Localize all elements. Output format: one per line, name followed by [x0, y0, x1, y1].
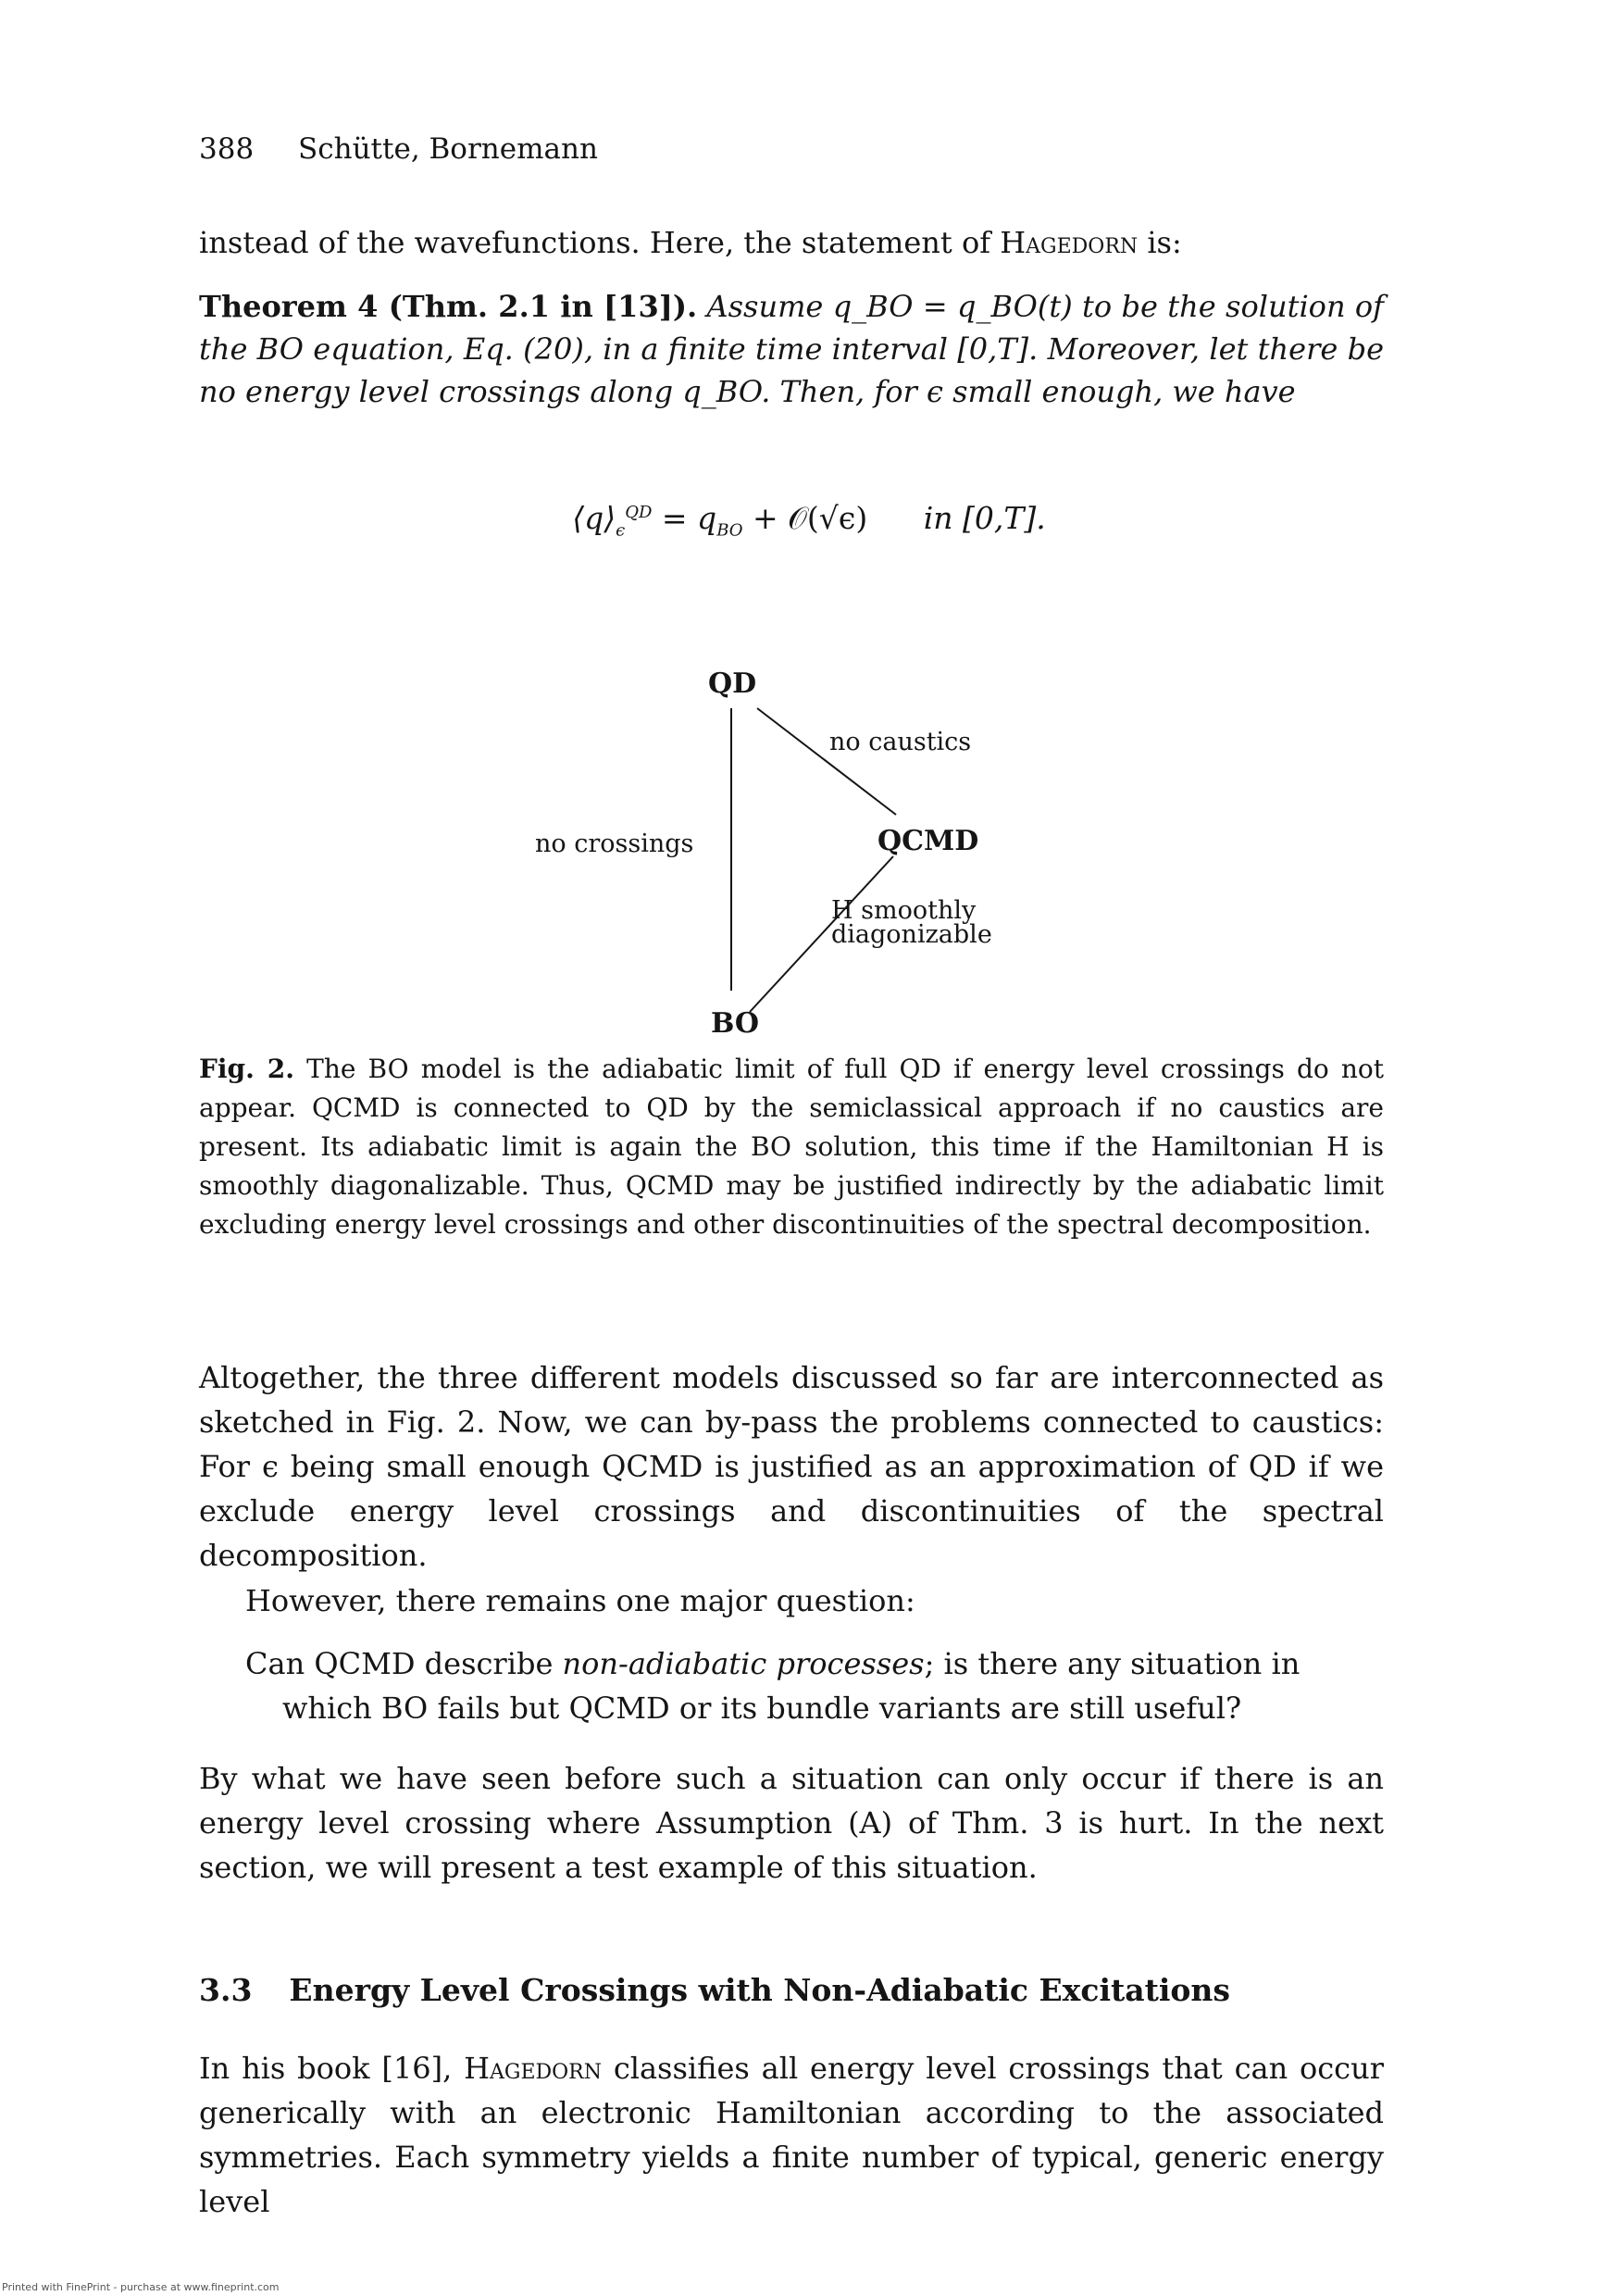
formula-eq: = q: [652, 500, 717, 536]
edge-qcmd-bo: [749, 855, 894, 1013]
formula-lhs: ⟨q⟩: [572, 500, 616, 536]
caption-label: Fig. 2.: [199, 1054, 295, 1084]
theorem-body: Assume q_BO = q_BO(t) to be the solution…: [199, 289, 1385, 409]
paragraph-1: Altogether, the three different models d…: [199, 1360, 1384, 1573]
label-no-crossings: no crossings: [535, 830, 693, 858]
author-name: Hagedorn: [1000, 225, 1139, 260]
formula-sup: QD: [625, 503, 653, 522]
quote-line-2: which BO fails but QCMD or its bundle va…: [282, 1691, 1242, 1726]
last-text-b: classifies all energy level crossings th…: [199, 2051, 1385, 2219]
author-name-2: Hagedorn: [464, 2051, 602, 2086]
quote-text-b: ; is there any situation in: [924, 1646, 1301, 1681]
intro-paragraph: instead of the wavefunctions. Here, the …: [199, 220, 1384, 265]
theorem-formula: ⟨q⟩ϵQD = qBO + 𝒪(√ϵ) in [0,T].: [0, 500, 1618, 541]
theorem-4: Theorem 4 (Thm. 2.1 in [13]). Assume q_B…: [199, 285, 1384, 413]
section-number: 3.3: [199, 1972, 253, 2008]
formula-bo-sub: BO: [716, 520, 743, 541]
label-diagonizable: diagonizable: [831, 920, 992, 949]
printer-footer: Printed with FinePrint - purchase at www…: [2, 2281, 280, 2293]
authors: Schütte, Bornemann: [298, 132, 598, 166]
label-h-smoothly: H smoothly: [831, 896, 977, 925]
running-head: 388 Schütte, Bornemann: [199, 132, 598, 166]
paragraph-2: However, there remains one major questio…: [245, 1583, 915, 1618]
formula-tail: in [0,T].: [923, 500, 1046, 536]
formula-sub: ϵ: [616, 520, 626, 541]
node-bo: BO: [711, 1007, 759, 1037]
edge-qd-qcmd: [756, 707, 897, 816]
figure-caption: Fig. 2. The BO model is the adiabatic li…: [199, 1050, 1384, 1244]
label-no-caustics: no caustics: [829, 728, 971, 756]
paragraph-4: In his book [16], Hagedorn classifies al…: [199, 2046, 1384, 2224]
section-title: Energy Level Crossings with Non-Adiabati…: [289, 1972, 1230, 2008]
quote-emphasis: non-adiabatic processes: [562, 1646, 925, 1681]
intro-text: instead of the wavefunctions. Here, the …: [199, 225, 1001, 260]
formula-rhs: + 𝒪(√ϵ): [742, 500, 868, 536]
section-heading: 3.3 Energy Level Crossings with Non-Adiab…: [199, 1972, 1230, 2008]
paragraph-3: By what we have seen before such a situa…: [199, 1761, 1384, 1885]
node-qd: QD: [708, 668, 756, 700]
question-quote: Can QCMD describe non-adiabatic processe…: [245, 1641, 1356, 1730]
node-qcmd: QCMD: [877, 825, 978, 857]
figure-2-diagram: QD QCMD BO no caustics no crossings H sm…: [535, 668, 992, 1037]
page-number: 388: [199, 132, 255, 166]
last-text-a: In his book [16],: [199, 2051, 465, 2086]
caption-text: The BO model is the adiabatic limit of f…: [199, 1054, 1385, 1240]
theorem-head: Theorem 4 (Thm. 2.1 in [13]).: [199, 289, 698, 324]
intro-text-end: is:: [1138, 225, 1182, 260]
quote-text-a: Can QCMD describe: [245, 1646, 563, 1681]
